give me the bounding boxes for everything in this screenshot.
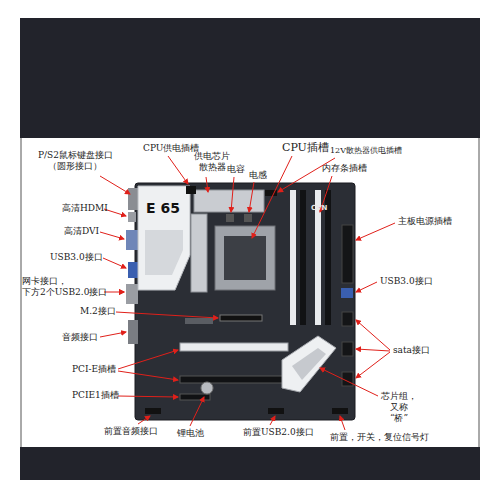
io-cover-detail [145, 230, 183, 275]
hdmi-port [128, 212, 136, 222]
atx-power-socket [342, 225, 353, 283]
leader-line [340, 416, 345, 430]
label-text: M.2接口 [80, 306, 116, 317]
leader-line [118, 350, 178, 369]
leader-line [356, 320, 390, 350]
inductor [244, 214, 252, 222]
label-text: 锂电池 [177, 428, 204, 439]
cpu-socket-inner [224, 236, 266, 280]
m2-slot [220, 315, 262, 321]
leader-lines [100, 156, 395, 430]
label-text: 前置，开关，复位信号灯 [330, 432, 429, 443]
label-text: 前置音频接口 [104, 426, 158, 437]
leader-line [356, 282, 377, 292]
label-text: 前置USB2.0接口 [243, 427, 314, 438]
label-text: PCI-E插槽 [72, 364, 116, 375]
label-text: 芯片组，又称 “桥” [381, 391, 417, 423]
leader-line [231, 177, 234, 212]
dvi-port [126, 230, 138, 250]
leader-line [100, 332, 126, 337]
leader-line [356, 352, 390, 378]
leader-line [138, 416, 150, 424]
label-text: 音频接口 [62, 332, 98, 343]
leader-line [100, 232, 124, 239]
front-usb-header [268, 408, 284, 414]
board [135, 183, 355, 420]
label-text: 电感 [249, 170, 267, 181]
cpu-power-socket [186, 186, 196, 194]
chipset-heatsink [282, 336, 336, 392]
label-text: USB3.0接口 [380, 276, 433, 287]
label-text: USB3.0接口 [50, 252, 103, 263]
label-text: CPU插槽 [282, 141, 329, 154]
leader-line [190, 397, 204, 426]
label-text: 电容 [227, 164, 245, 175]
vrm-heatsink [194, 190, 264, 212]
chipset-heatsink-detail [292, 348, 326, 380]
pcie-slot [180, 376, 288, 383]
ram-slot [300, 190, 306, 325]
board-print: E 65 [146, 200, 180, 217]
label-text: CPU供电插槽 [143, 143, 199, 154]
label-text: 高清DVI [64, 226, 99, 237]
leader-line [356, 223, 395, 240]
label-text: 供电芯片 散热器 [194, 151, 230, 173]
front-audio-header [145, 408, 161, 414]
ps2-port [128, 188, 138, 210]
label-text: 12V散热器供电插槽 [330, 146, 402, 156]
leader-line [116, 312, 218, 318]
lan-port [126, 284, 138, 304]
leader-line [168, 156, 188, 184]
leader-line [249, 182, 254, 212]
capacitor [226, 214, 234, 222]
board-logo: CVN [311, 204, 327, 212]
vrm-heatsink [191, 214, 207, 292]
leader-line [320, 368, 378, 396]
leader-line [100, 176, 130, 194]
board-chip [185, 318, 213, 324]
label-text: PCIE1插槽 [72, 390, 119, 401]
leader-line [270, 416, 275, 425]
leader-line [118, 396, 178, 397]
audio-port [128, 320, 138, 344]
ram-slot [290, 190, 296, 325]
front-panel-header [332, 408, 348, 414]
sata-port [342, 342, 353, 356]
usb3-port [128, 262, 138, 278]
label-text: 内存条插槽 [322, 163, 367, 174]
leader-line [118, 371, 178, 380]
cpu-socket [215, 226, 275, 290]
pcie1-slot [180, 394, 210, 400]
leader-line [206, 177, 208, 192]
bottom-band [20, 447, 480, 480]
label-text: 高清HDMI [62, 203, 108, 214]
label-text: 主板电源插槽 [398, 216, 452, 227]
label-text: 网卡接口， 下方2个USB2.0接口 [22, 276, 107, 298]
label-text: sata接口 [393, 345, 430, 356]
frame-line [479, 138, 480, 447]
frame-line [21, 138, 22, 447]
usb3-header [341, 288, 353, 298]
leader-line [356, 349, 390, 351]
leader-line [252, 156, 292, 238]
battery [201, 382, 213, 394]
leader-line [103, 258, 126, 268]
label-text: P/S2鼠标键盘接口 （圆形接口） [38, 150, 113, 172]
sata-port [342, 312, 353, 326]
top-band [20, 18, 480, 138]
io-cover [138, 186, 190, 290]
pcie-x16-slot [180, 343, 288, 351]
